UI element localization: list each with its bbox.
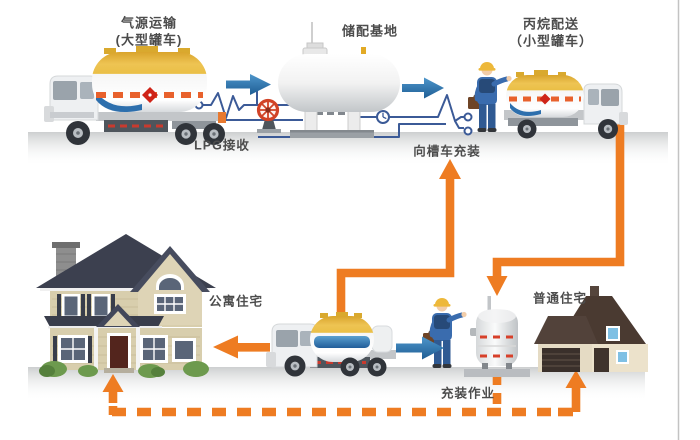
flow-arrow-truck-to-storage <box>226 74 271 95</box>
apartment-house-icon <box>36 234 216 378</box>
label-apartment-house: 公寓住宅 <box>208 294 264 309</box>
ordinary-house-icon <box>534 286 648 372</box>
pressure-gauge-icon <box>376 110 390 124</box>
label-ordinary-house: 普通住宅 <box>532 291 588 306</box>
label-storage-base: 储配基地 <box>341 23 399 39</box>
label-propane-delivery-sub: （小型罐车） <box>508 33 594 49</box>
flow-arrow-to-apartment <box>213 335 270 359</box>
flow-arrow-truck-to-filling-worker <box>396 336 444 360</box>
label-source-transport-sub: (大型罐车) <box>115 32 183 48</box>
label-propane-delivery: 丙烷配送 <box>522 16 580 32</box>
label-filling-operation: 充装作业 <box>440 386 496 401</box>
delivery-truck-icon <box>266 312 396 377</box>
worker-icon <box>468 62 512 132</box>
propane-truck-icon <box>504 70 628 139</box>
worker-icon <box>423 298 467 368</box>
hose-connector-icon <box>463 112 473 136</box>
label-lpg-receive: LPG接收 <box>194 138 250 153</box>
flow-line-truck-to-filling <box>336 159 461 327</box>
label-fill-tank-truck: 向槽车充装 <box>413 144 481 159</box>
label-source-transport: 气源运输 <box>120 15 178 31</box>
storage-tank-icon <box>278 22 400 138</box>
large-tanker-truck-icon <box>44 46 226 145</box>
filling-tank-icon <box>464 296 530 377</box>
valve-wheel-icon <box>256 98 281 133</box>
flow-line-delivery-to-tank <box>486 115 625 296</box>
flow-arrow-storage-to-delivery <box>402 77 444 99</box>
flow-dashed-cylinder-delivery <box>102 370 587 417</box>
